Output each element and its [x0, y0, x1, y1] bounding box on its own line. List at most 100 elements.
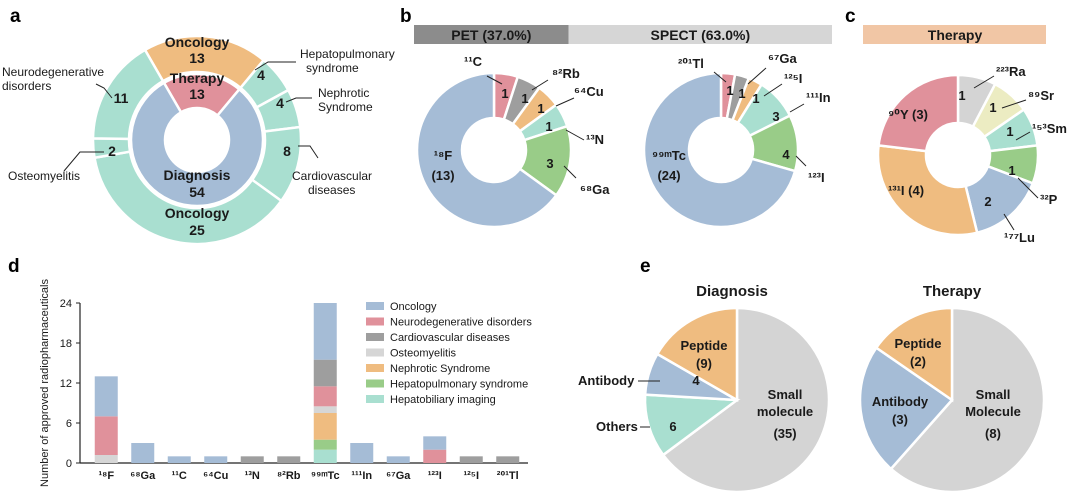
spect-value-3: 3	[772, 109, 779, 124]
pet-leader-1	[531, 79, 549, 91]
legend-swatch-4	[366, 364, 384, 372]
bar-6-series-4	[313, 413, 337, 440]
diag-pie-slice-3	[655, 306, 739, 403]
legend-label-5: Hepatopulmonary syndrome	[390, 379, 528, 391]
pet-slice-5	[415, 71, 559, 229]
panel-label-a: a	[10, 6, 21, 27]
legend-swatch-1	[366, 317, 384, 326]
ther-peptide-value: (2)	[910, 354, 926, 369]
legend-swatch-3	[366, 348, 384, 357]
legend-swatch-0	[366, 302, 384, 310]
spect-leader-3	[789, 103, 805, 113]
pet-label-2: ⁶⁴Cu	[574, 84, 604, 99]
cardio-value: 8	[283, 143, 291, 159]
spect-value-1: 1	[738, 86, 745, 101]
ther-antibody-label: Antibody	[872, 394, 929, 409]
therapy-header-label: Therapy	[928, 27, 983, 43]
pet-value-3: 1	[545, 119, 552, 134]
pet-value-2: 1	[537, 101, 544, 116]
outer-slice-4	[93, 150, 284, 246]
bar-3-series-0	[204, 456, 228, 463]
therapy-value-0: 1	[958, 88, 965, 103]
therapy-leader-1	[1001, 99, 1027, 109]
neuro-label-2: disorders	[2, 79, 51, 93]
leader-osteomyelitis	[63, 151, 104, 172]
oncology-top-label: Oncology	[165, 34, 230, 50]
osteomyelitis-label: Osteomyelitis	[8, 169, 80, 183]
bar-8-series-0	[386, 456, 410, 463]
spect-value-0: 1	[726, 83, 733, 98]
diag-peptide-value: (9)	[696, 356, 712, 371]
leader-neuro	[95, 83, 113, 99]
spect-label-0: ²⁰¹Tl	[678, 56, 704, 71]
spect-leader-4	[795, 155, 807, 167]
panel-label-e: e	[640, 256, 651, 277]
neuro-value: 11	[114, 90, 129, 106]
spect-leader-2	[763, 83, 783, 97]
legend-label-1: Neurodegenerative disorders	[390, 317, 532, 329]
spect-header-label: SPECT (63.0%)	[651, 27, 751, 43]
diag-peptide-label: Peptide	[681, 338, 728, 353]
nephrotic-label-1: Nephrotic	[318, 86, 369, 100]
therapy-value-3: 1	[1008, 163, 1015, 178]
bar-0-series-0	[94, 376, 118, 417]
pet-leader-0	[486, 75, 503, 85]
pet-label-3: ¹³N	[586, 132, 604, 147]
spect-leader-0	[713, 71, 727, 83]
diag-antibody-value: 4	[692, 373, 700, 388]
x-tick-label-3: ⁶⁴Cu	[203, 470, 228, 482]
leader-hepatopulmonary	[254, 61, 296, 71]
pet-label-18f: ¹⁸F	[434, 148, 452, 163]
therapy-label-131i: ¹³¹I (4)	[888, 183, 924, 198]
diag-others-label: Others	[596, 419, 638, 434]
ther-peptide-label: Peptide	[895, 336, 942, 351]
diag-small-label-1: Small	[768, 387, 803, 402]
pet-label-4: ⁶⁸Ga	[580, 182, 610, 197]
leader-nephrotic	[285, 97, 312, 103]
bar-11-series-2	[496, 456, 520, 463]
pet-leader-3	[565, 129, 585, 141]
legend-label-2: Cardiovascular diseases	[390, 332, 510, 344]
bar-6-series-2	[313, 359, 337, 387]
x-tick-label-0: ¹⁸F	[98, 470, 114, 482]
panel-label-b: b	[400, 6, 412, 27]
panel-label-c: c	[845, 6, 856, 27]
x-tick-label-11: ²⁰¹Tl	[497, 470, 519, 482]
spect-label-2: ¹²⁵I	[784, 71, 802, 86]
y-tick-label-1: 6	[66, 418, 72, 430]
bar-9-series-1	[423, 449, 447, 463]
diag-antibody-label: Antibody	[578, 373, 635, 388]
bar-6-series-5	[313, 439, 337, 450]
therapy-label-1: ⁸⁹Sr	[1028, 88, 1054, 103]
bar-0-series-3	[94, 455, 118, 463]
therapy-leader-3	[1017, 177, 1039, 199]
bar-0-series-1	[94, 416, 118, 455]
bar-6-series-1	[313, 386, 337, 407]
hepatopulmonary-label-2: syndrome	[306, 61, 359, 75]
spect-slice-5	[642, 71, 797, 229]
bar-7-series-0	[350, 443, 374, 463]
diag-small-value: (35)	[773, 426, 796, 441]
pie-therapy-title: Therapy	[923, 283, 982, 300]
bar-6-series-0	[313, 303, 337, 360]
nephrotic-label-2: Syndrome	[318, 100, 373, 114]
hepatopulmonary-value: 4	[257, 67, 265, 83]
diagnosis-value: 54	[189, 184, 205, 200]
bar-10-series-2	[459, 456, 483, 463]
spect-leader-1	[747, 67, 767, 85]
spect-value-99mtc: (24)	[657, 168, 680, 183]
pie-diagnosis-title: Diagnosis	[696, 283, 768, 300]
diag-pie-slice-0	[661, 306, 831, 494]
ther-small-value: (8)	[985, 426, 1001, 441]
hepatopulmonary-label-1: Hepatopulmonary	[300, 47, 395, 61]
spect-value-2: 1	[752, 91, 759, 106]
ther-antibody-value: (3)	[892, 412, 908, 427]
therapy-slice-5	[876, 143, 979, 237]
pet-header-label: PET (37.0%)	[451, 27, 531, 43]
bar-2-series-0	[167, 456, 191, 463]
therapy-value: 13	[189, 86, 205, 102]
x-tick-label-4: ¹³N	[245, 470, 260, 482]
bar-6-series-6	[313, 449, 337, 463]
x-tick-label-10: ¹²⁵I	[463, 470, 479, 482]
y-tick-label-2: 12	[60, 378, 72, 390]
